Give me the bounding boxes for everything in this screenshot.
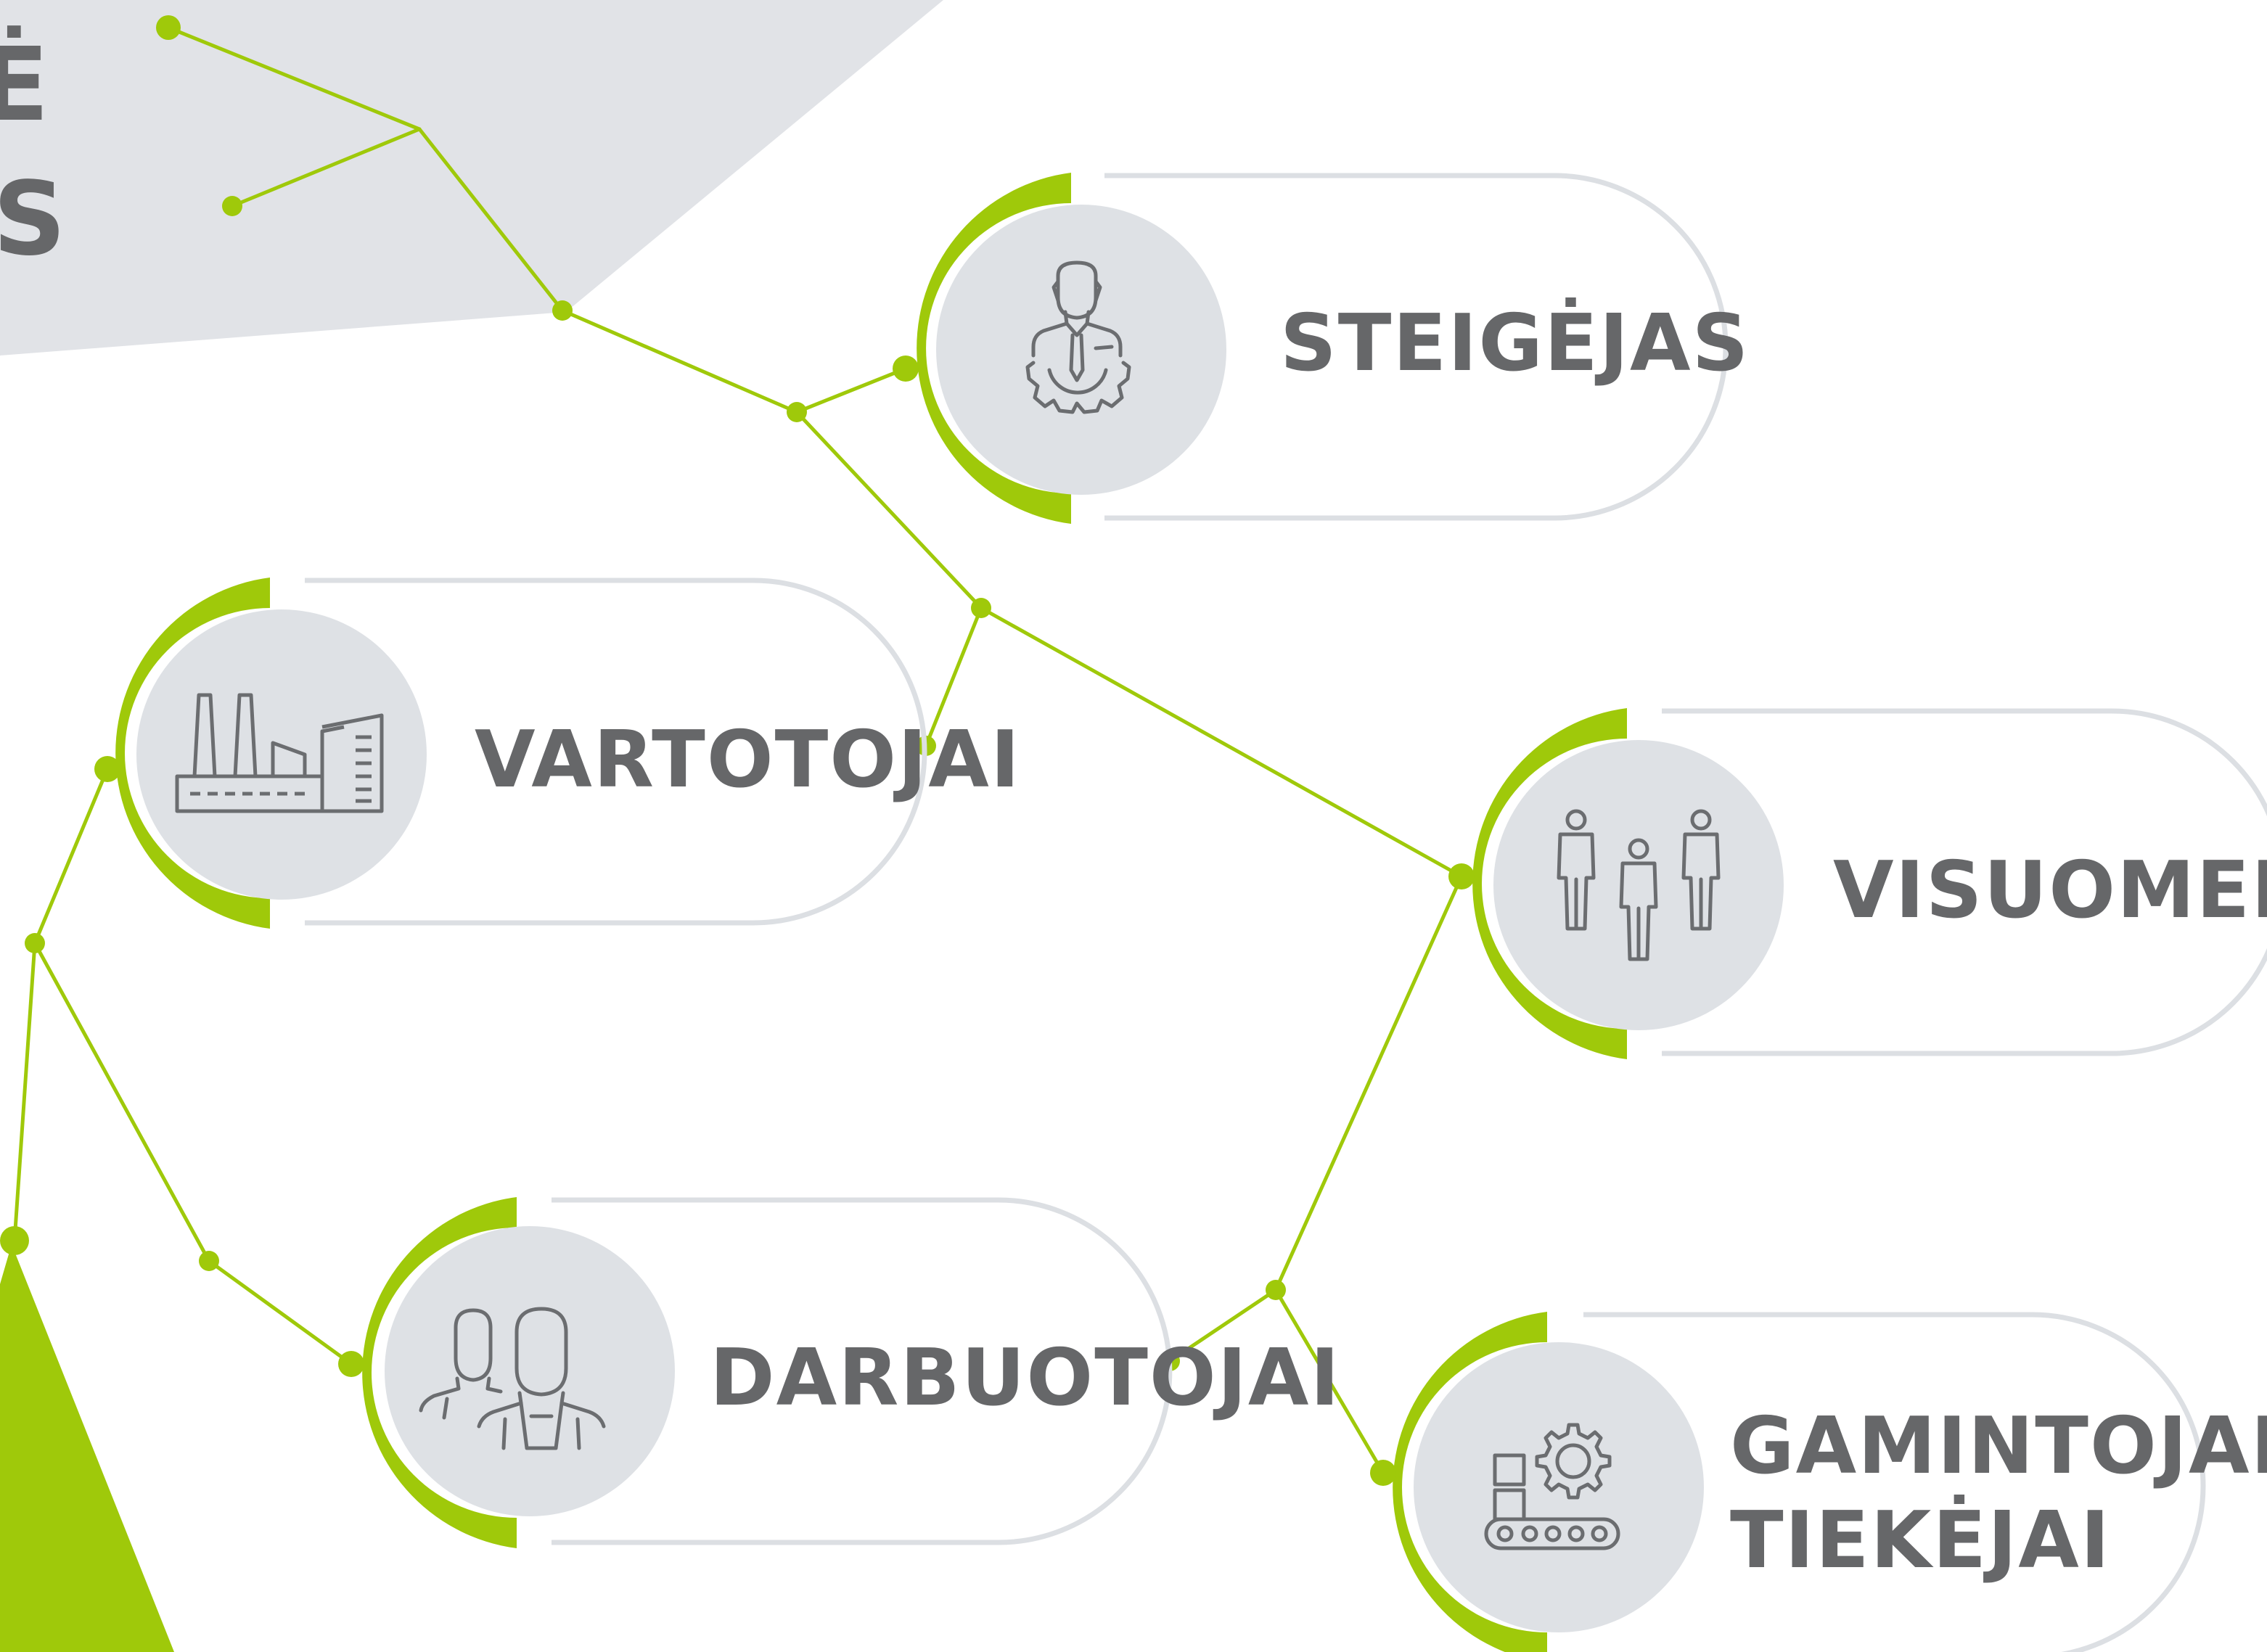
network-lines [12, 25, 1464, 1475]
pill-outline [1104, 173, 1729, 521]
corner-title-fragment-1: Ė [0, 25, 49, 144]
node-circle [136, 609, 427, 900]
node-circle [385, 1226, 675, 1516]
node-label-gamintojai-line1: GAMINTOJAI/ [1730, 1401, 2267, 1492]
pill-outline [1662, 708, 2267, 1056]
node-steigejas: STEIGĖJAS [893, 173, 1750, 524]
pill-outline [305, 578, 927, 926]
corner-green-shape [0, 1244, 174, 1652]
green-arc [1393, 1312, 1547, 1652]
node-visuomene: VISUOMENĖ [1448, 708, 2267, 1059]
node-label-darbuotojai: DARBUOTOJAI [710, 1333, 1341, 1423]
workers-icon [419, 1307, 606, 1450]
node-connector-dot [1370, 1460, 1396, 1486]
node-circle [1414, 1342, 1704, 1632]
node-label-visuomene: VISUOMENĖ [1833, 844, 2267, 936]
pill-outline [1583, 1312, 2206, 1652]
node-connector-dot [893, 356, 919, 382]
green-arc [1472, 708, 1627, 1059]
green-arc [362, 1197, 517, 1548]
node-label-vartotojai: VARTOTOJAI [475, 715, 1021, 805]
node-label-gamintojai-line2: TIEKĖJAI [1730, 1494, 2111, 1586]
node-gamintojai: GAMINTOJAI/ TIEKĖJAI [1370, 1312, 2267, 1652]
green-arc [115, 578, 270, 929]
people-group-icon [1557, 809, 1721, 961]
businessman-gear-icon [1025, 260, 1131, 414]
node-label-steigejas: STEIGĖJAS [1280, 297, 1750, 389]
corner-grey-shape [0, 0, 943, 356]
network-dots [0, 15, 1286, 1371]
node-connector-dot [338, 1351, 364, 1377]
factory-icon [175, 693, 384, 813]
node-connector-dot [1448, 863, 1475, 889]
corner-title-fragment-2: IS [0, 160, 66, 279]
green-arc [917, 173, 1071, 524]
pill-outline [552, 1197, 1173, 1545]
node-darbuotojai: DARBUOTOJAI [338, 1197, 1341, 1548]
node-circle [1493, 740, 1784, 1030]
node-vartotojai: VARTOTOJAI [94, 578, 1021, 929]
node-connector-dot [94, 756, 120, 782]
conveyor-gear-icon [1484, 1423, 1620, 1550]
